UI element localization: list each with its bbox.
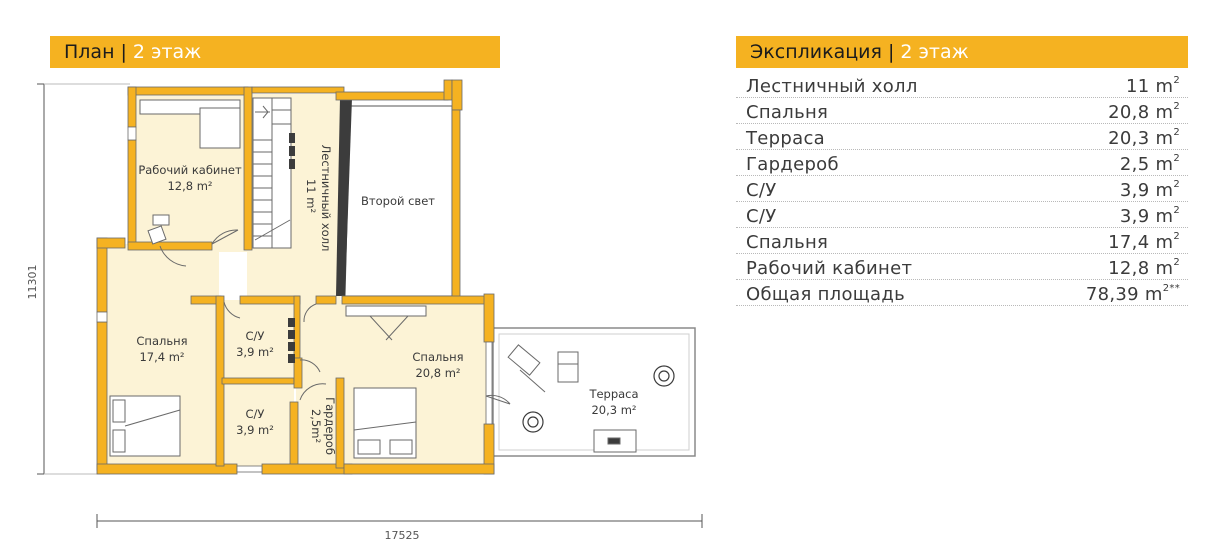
floor-plan: 11301 17525: [26, 79, 703, 542]
explication-room-name: С/У: [746, 206, 777, 227]
explication-room-area: 20,8 m2: [1108, 101, 1180, 123]
explication-area-value: 17,4: [1108, 232, 1150, 253]
explication-room-area: 17,4 m2: [1108, 231, 1180, 253]
room-bedroom-right-area: 20,8 m²: [415, 366, 460, 380]
bed-right: [353, 387, 417, 459]
explication-room-name: Общая площадь: [746, 284, 906, 305]
explication-row: Лестничный холл 11 m2: [736, 72, 1188, 98]
explication-room-area: 11 m2: [1125, 75, 1180, 97]
room-wardrobe-area: 2,5m²: [309, 409, 323, 443]
explication-area-value: 20,8: [1108, 102, 1150, 123]
room-terrace-name: Терраса: [588, 387, 638, 401]
explication-area-unit: m: [1155, 102, 1174, 123]
bed-left: [109, 395, 181, 457]
dimension-height-label: 11301: [26, 265, 39, 300]
explication-room-name: Рабочий кабинет: [746, 258, 913, 279]
explication-area-value: 2,5: [1119, 154, 1150, 175]
explication-header: Экспликация | 2 этаж: [736, 36, 1188, 68]
explication-title: Экспликация: [750, 41, 882, 63]
room-bedroom-left-name: Спальня: [136, 334, 187, 348]
explication-area-sup: 2: [1173, 75, 1180, 86]
plan-header: План | 2 этаж: [50, 36, 500, 68]
explication-room-area: 3,9 m2: [1119, 205, 1180, 227]
explication-area-sup: 2: [1173, 153, 1180, 164]
explication-row: С/У 3,9 m2: [736, 176, 1188, 202]
doors: [159, 229, 511, 405]
explication-area-unit: m: [1144, 284, 1163, 305]
explication-row: Рабочий кабинет 12,8 m2: [736, 254, 1188, 280]
explication-room-area: 78,39 m2**: [1085, 283, 1180, 305]
windows: [96, 126, 493, 473]
explication-area-sup: 2: [1173, 231, 1180, 242]
explication-area-unit: m: [1155, 154, 1174, 175]
explication-row: Общая площадь 78,39 m2**: [736, 280, 1188, 306]
explication-area-unit: m: [1155, 128, 1174, 149]
room-wc-top-name: С/У: [246, 329, 265, 343]
staircase: [252, 97, 292, 249]
room-wc-top-area: 3,9 m²: [236, 345, 274, 359]
explication-area-value: 20,3: [1108, 128, 1150, 149]
room-office-area: 12,8 m²: [167, 179, 212, 193]
room-stair-hall-area: 11 m²: [304, 179, 318, 213]
vent-shaft-bottom: [288, 318, 295, 363]
terrace-furniture: [507, 344, 637, 453]
plan-floor-label: 2 этаж: [132, 41, 202, 63]
explication-row: Гардероб 2,5 m2: [736, 150, 1188, 176]
explication-area-value: 78,39: [1085, 284, 1139, 305]
plant-icon: [522, 365, 675, 433]
explication-area-sup: 2: [1173, 101, 1180, 112]
room-office-name: Рабочий кабинет: [138, 163, 242, 177]
explication-room-name: Спальня: [746, 102, 829, 123]
explication-room-name: Терраса: [746, 128, 825, 149]
explication-room-area: 2,5 m2: [1119, 153, 1180, 175]
dimension-width: [96, 514, 703, 528]
room-bedroom-right-name: Спальня: [412, 350, 463, 364]
room-stair-hall-name: Лестничный холл: [319, 145, 333, 252]
room-second-light-name: Второй свет: [361, 194, 435, 208]
explication-area-unit: m: [1155, 76, 1174, 97]
explication-room-name: Лестничный холл: [746, 76, 918, 97]
explication-room-area: 12,8 m2: [1108, 257, 1180, 279]
explication-area-value: 11: [1125, 76, 1150, 97]
room-wardrobe-name: Гардероб: [323, 397, 337, 455]
explication-header-separator: |: [887, 41, 895, 63]
room-bedroom-left-area: 17,4 m²: [139, 350, 184, 364]
second-light-shadow: [336, 98, 352, 296]
explication-row: С/У 3,9 m2: [736, 202, 1188, 228]
explication-area-value: 3,9: [1119, 206, 1150, 227]
explication-area-sup: 2: [1173, 257, 1180, 268]
wardrobe-closet: [345, 305, 427, 341]
explication-area-sup: 2: [1173, 205, 1180, 216]
explication-area-sup: 2: [1173, 127, 1180, 138]
explication-area-unit: m: [1155, 206, 1174, 227]
office-furniture: [139, 99, 241, 245]
room-terrace-area: 20,3 m²: [591, 403, 636, 417]
room-wc-bottom-area: 3,9 m²: [236, 423, 274, 437]
explication-room-area: 20,3 m2: [1108, 127, 1180, 149]
explication-area-sup: 2**: [1162, 283, 1180, 294]
explication-room-name: С/У: [746, 180, 777, 201]
explication-row: Спальня 17,4 m2: [736, 228, 1188, 254]
explication-area-value: 3,9: [1119, 180, 1150, 201]
explication-room-area: 3,9 m2: [1119, 179, 1180, 201]
vent-shaft-top: [289, 133, 295, 169]
explication-room-name: Спальня: [746, 232, 829, 253]
explication-row: Терраса 20,3 m2: [736, 124, 1188, 150]
room-wc-bottom-name: С/У: [246, 407, 265, 421]
explication-area-unit: m: [1155, 258, 1174, 279]
walls: [96, 79, 495, 475]
dimension-width-label: 17525: [385, 529, 420, 542]
room-fills: [104, 94, 488, 466]
plan-title: План: [64, 41, 115, 63]
explication-row: Спальня 20,8 m2: [736, 98, 1188, 124]
plan-header-separator: |: [120, 41, 127, 63]
explication-room-name: Гардероб: [746, 154, 839, 175]
explication-area-sup: 2: [1173, 179, 1180, 190]
explication-floor-label: 2 этаж: [900, 41, 969, 63]
explication-area-unit: m: [1155, 232, 1174, 253]
explication-area-value: 12,8: [1108, 258, 1150, 279]
explication-area-unit: m: [1155, 180, 1174, 201]
